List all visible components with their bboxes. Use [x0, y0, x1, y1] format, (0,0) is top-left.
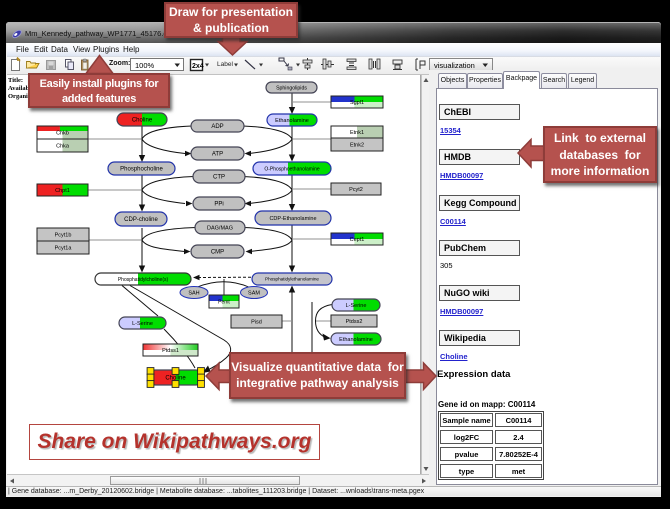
svg-text:2x4: 2x4 — [192, 63, 204, 70]
